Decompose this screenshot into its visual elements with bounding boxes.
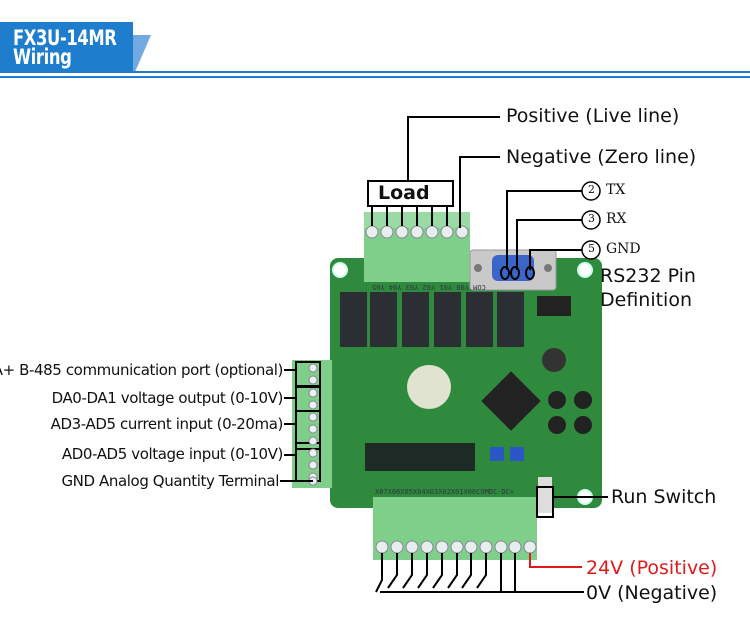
left-label-voltage: AD0-AD5 voltage input (0-10V) (61, 445, 284, 463)
pin-number-circles (581, 181, 601, 260)
pin3-number: 3 (588, 212, 595, 225)
header-title: FX3U-14MR Wiring (13, 26, 117, 69)
wiring-lines (280, 116, 608, 593)
left-label-current: AD3-AD5 current input (0-20ma) (50, 415, 284, 433)
24v-label: 24V (Positive) (586, 557, 718, 579)
analog-terminal-block (292, 360, 332, 488)
mcu-chip (481, 371, 541, 431)
output-screws (365, 225, 469, 239)
rs232-title-line2: Definition (600, 289, 693, 311)
relays (340, 292, 524, 347)
run-switch-label: Run Switch (611, 486, 717, 508)
pin3-label: RX (606, 211, 627, 227)
pin5-label: GND (606, 241, 641, 257)
header-line1: FX3U-14MR (13, 26, 117, 50)
0v-label: 0V (Negative) (586, 582, 718, 604)
input-switches (375, 553, 516, 593)
header-slant (133, 35, 151, 72)
left-label-485: A+ B-485 communication port (optional) (0, 361, 283, 379)
left-label-da: DA0-DA1 voltage output (0-10V) (51, 389, 284, 407)
db9-connector (469, 249, 557, 291)
pin5-number: 5 (588, 242, 595, 255)
rs232-title-line1: RS232 Pin (600, 265, 696, 287)
load-label: Load (378, 182, 430, 204)
positive-label: Positive (Live line) (506, 105, 680, 127)
header-rule-2 (0, 76, 750, 78)
pin2-label: TX (606, 182, 626, 198)
header-rule (0, 71, 750, 73)
left-label-gnd: GND Analog Quantity Terminal (61, 472, 279, 490)
inductor (542, 348, 566, 372)
input-screws (375, 540, 537, 554)
plc-board (330, 258, 602, 513)
rs232-title: RS232 Pin Definition (600, 264, 696, 312)
silk-top: COM Y00 Y01 Y02 Y03 Y04 Y05 (372, 283, 486, 291)
24v-wire (529, 553, 582, 568)
header-line2: Wiring (13, 45, 72, 69)
header-banner (0, 22, 133, 72)
negative-label: Negative (Zero line) (506, 146, 697, 168)
buzzer (407, 365, 451, 409)
silk-bottom: X07X06X05X04X03X02X01X00COMDC-DC+ (375, 488, 515, 496)
pin2-number: 2 (588, 183, 595, 196)
